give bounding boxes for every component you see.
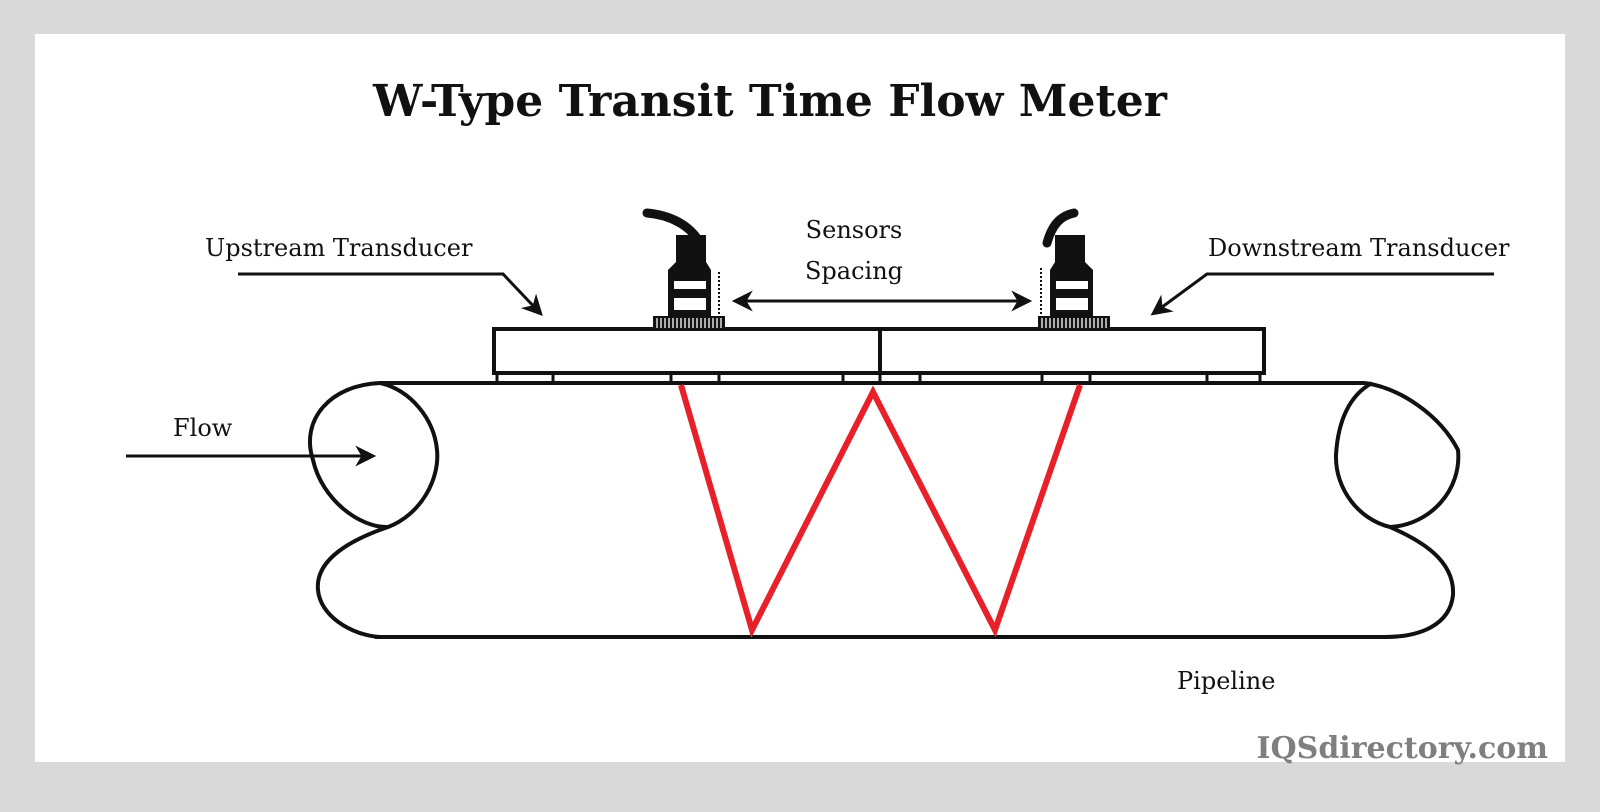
pipeline-right-lower [1360, 525, 1456, 639]
spacing-label-line2: Spacing [805, 257, 903, 285]
flow-label: Flow [173, 414, 233, 442]
upstream-transducer-icon [642, 208, 725, 330]
downstream-transducer-icon [1038, 208, 1110, 330]
downstream-callout-arrow-icon [1150, 272, 1494, 316]
signal-path [678, 384, 1083, 639]
watermark-logo: IQSdirectory.com [1257, 731, 1549, 766]
mounting-rail [492, 327, 1266, 383]
upstream-callout-arrow-icon [238, 272, 543, 317]
page-title: W-Type Transit Time Flow Meter [372, 76, 1168, 127]
diagram-panel [35, 34, 1565, 762]
downstream-label: Downstream Transducer [1208, 234, 1510, 262]
pipeline-left-lower [315, 525, 389, 639]
spacing-label-line1: Sensors [806, 216, 903, 244]
pipeline [307, 380, 1461, 639]
pipeline-right-section [1333, 381, 1461, 530]
rail-feet [495, 373, 1262, 383]
upstream-label: Upstream Transducer [205, 234, 473, 262]
pipeline-label: Pipeline [1177, 667, 1275, 695]
